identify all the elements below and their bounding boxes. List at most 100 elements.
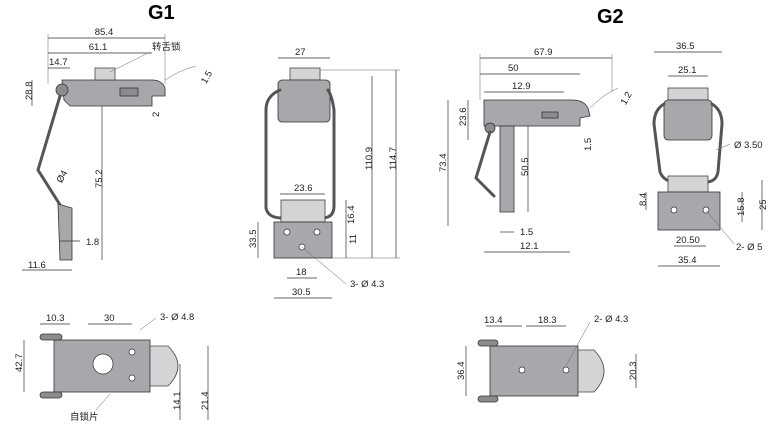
g1-top-leader-self — [95, 393, 111, 411]
g2-front-holes: 2- Ø 5 — [736, 242, 762, 253]
g1-side-slot — [119, 87, 139, 97]
g2-front-dim-8: 8.4 — [638, 193, 649, 206]
g2-front-view: 36.5 25.1 Ø 3.50 8.4 15.8 25 20.50 35.4 … — [638, 41, 769, 267]
g1-side-dim-2: 2 — [151, 112, 162, 117]
g2-side-dim-73: 73.4 — [438, 154, 449, 173]
g1-side-lever — [164, 65, 197, 81]
g2-front-hole-1 — [670, 206, 678, 214]
g1-side-leader-turn — [109, 51, 151, 73]
g2-front-tongue — [667, 87, 709, 101]
g1-front-dim-27: 27 — [295, 47, 306, 58]
g2-side-plate — [499, 125, 515, 213]
g1-side-view: 85.4 61.1 14.7 转舌锁 28.8 75.2 1.8 11.6 2 … — [22, 27, 215, 271]
g1-front-dim-30: 30.5 — [292, 287, 311, 298]
g1-front-dim-110: 110.9 — [364, 147, 375, 170]
g1-front-dim-23: 23.6 — [294, 183, 313, 194]
g2-front-dim-25: 25.1 — [678, 65, 697, 76]
g2-title: G2 — [597, 6, 624, 28]
g2-front-dim-25b: 25 — [758, 199, 769, 210]
g2-top-dim-20: 20.3 — [628, 362, 639, 381]
g2-side-dim-1-5a: 1.5 — [583, 138, 594, 151]
g2-side-dim-50-5: 50.5 — [520, 158, 531, 177]
g1-side-dim-1-5: 1.5 — [199, 69, 215, 86]
g2-front-body — [663, 99, 713, 141]
g1-top-dim-10: 10.3 — [46, 313, 65, 324]
g1-top-pin-bot — [39, 391, 63, 399]
g2-front-dim-15: 15.8 — [736, 198, 747, 217]
g1-top-leader-holes — [139, 317, 157, 331]
g1-title: G1 — [148, 2, 175, 24]
g1-side-dim-85: 85.4 — [95, 27, 114, 38]
g1-side-wire — [36, 94, 66, 224]
g1-side-dim-1-8: 1.8 — [86, 237, 99, 248]
g2-side-dim-67: 67.9 — [534, 47, 553, 58]
g1-front-dim-11: 11 — [348, 234, 359, 244]
g1-front-clip — [280, 199, 326, 223]
g2-top-pin-bot — [477, 395, 499, 403]
g1-front-dim-114: 114.7 — [388, 147, 399, 170]
g1-front-tongue — [289, 67, 321, 81]
g2-side-dim-1-2: 1.2 — [619, 90, 635, 107]
g2-top-tongue — [577, 349, 605, 393]
g1-front-dim-16: 16.4 — [346, 206, 357, 225]
g2-side-dim-1-5b: 1.5 — [520, 227, 533, 238]
g2-side-body — [483, 99, 591, 127]
g1-top-label-self: 自锁片 — [70, 411, 99, 423]
g1-side-dim-75: 75.2 — [94, 170, 105, 189]
g1-side-dim-61: 61.1 — [89, 42, 108, 53]
g2-top-leader-holes — [565, 321, 591, 367]
g2-top-holes: 2- Ø 4.3 — [594, 314, 628, 325]
g2-front-clip — [667, 175, 709, 193]
g2-front-dim-36: 36.5 — [676, 41, 695, 52]
g2-side-view: 67.9 50 12.9 23.6 73.4 50.5 1.5 1.5 12.1… — [438, 47, 635, 253]
g1-front-body — [277, 79, 331, 123]
g2-top-hole-1 — [518, 366, 526, 374]
g2-side-dim-12-1: 12.1 — [520, 241, 539, 252]
g2-top-dim-13: 13.4 — [484, 315, 503, 326]
g1-side-body — [61, 79, 166, 107]
g2-front-leader-holes — [705, 209, 735, 245]
g2-side-lever — [589, 87, 619, 109]
g1-side-dim-dia: Ø4 — [55, 168, 71, 184]
g2-side-dim-50: 50 — [508, 63, 519, 74]
g2-top-dim-36: 36.4 — [456, 362, 467, 381]
g1-side-label-turn: 转舌锁 — [152, 41, 181, 53]
g2-top-view: 13.4 18.3 2- Ø 4.3 36.4 20.3 — [456, 314, 639, 403]
g1-top-pin-top — [39, 333, 63, 341]
g1-front-view: 27 110.9 114.7 23.6 16.4 11 33.5 18 30.5… — [248, 47, 400, 299]
g2-side-slot — [541, 111, 559, 119]
g1-top-dim-30: 30 — [104, 313, 115, 324]
g1-side-dim-11: 11.6 — [28, 260, 46, 271]
g1-front-dim-33: 33.5 — [248, 230, 259, 249]
g1-front-plate — [273, 221, 333, 259]
g1-side-dim-14: 14.7 — [49, 57, 68, 68]
g1-top-hole-2 — [128, 374, 136, 382]
g2-top-hole-2 — [562, 366, 570, 374]
g2-front-dim-20: 20.50 — [676, 235, 700, 246]
g2-front-leader-dia — [715, 143, 731, 151]
g1-top-dim-21: 21.4 — [200, 392, 211, 411]
g1-top-dim-42: 42.7 — [14, 354, 25, 373]
g1-side-tongue — [94, 67, 116, 81]
g2-front-dim-dia: Ø 3.50 — [734, 140, 763, 151]
g1-front-dim-18: 18 — [296, 267, 307, 278]
g1-side-dim-28: 28.8 — [24, 82, 35, 101]
g2-top-pin-top — [477, 339, 499, 347]
g1-front-hole-1 — [283, 228, 291, 236]
g1-top-dim-14: 14.1 — [172, 392, 183, 411]
g2-front-plate — [657, 191, 721, 231]
g2-top-dim-18: 18.3 — [538, 315, 557, 326]
g1-top-view: 10.3 30 3- Ø 4.8 42.7 14.1 21.4 自锁片 — [14, 312, 211, 423]
g2-front-dim-35: 35.4 — [678, 255, 697, 266]
g1-front-holes: 3- Ø 4.3 — [350, 279, 384, 290]
g2-side-dim-12: 12.9 — [512, 81, 531, 92]
g1-side-pivot — [55, 83, 69, 97]
g2-side-wire — [474, 130, 496, 198]
g1-side-plate — [57, 203, 73, 261]
g1-top-hole-1 — [128, 348, 136, 356]
g1-top-holes: 3- Ø 4.8 — [160, 312, 194, 323]
g1-top-hole-large — [92, 353, 114, 375]
g1-top-tongue — [149, 345, 179, 387]
g1-front-leader-holes — [301, 246, 347, 285]
